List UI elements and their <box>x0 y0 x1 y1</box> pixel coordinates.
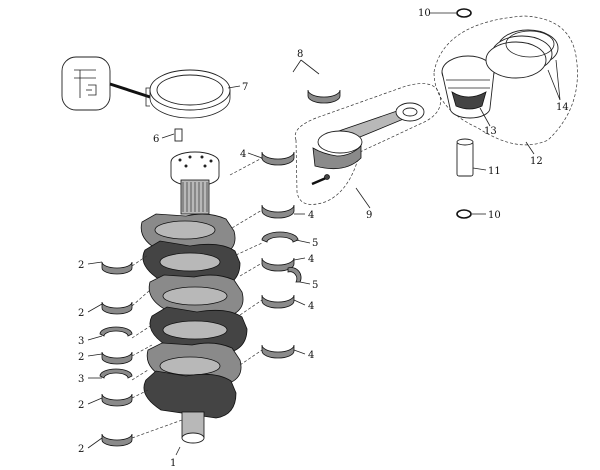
piston-icon <box>433 8 578 219</box>
thrust-washer <box>261 231 302 283</box>
label-7: 7 <box>242 82 248 93</box>
crankshaft-icon <box>140 151 248 456</box>
bearing-shell-icon <box>261 151 295 359</box>
oil-seal <box>149 69 241 119</box>
seal-lip-detail-icon <box>61 56 151 111</box>
label-11: 11 <box>488 166 501 177</box>
label-10a: 10 <box>418 8 431 19</box>
label-4e: 4 <box>308 350 314 361</box>
connecting-rod-icon <box>294 83 441 205</box>
label-5a: 5 <box>312 238 318 249</box>
label-2e: 2 <box>78 444 84 455</box>
label-2b: 2 <box>78 308 84 319</box>
label-4c: 4 <box>308 254 314 265</box>
dowel-pin <box>161 128 183 142</box>
label-8: 8 <box>297 49 303 60</box>
leader-lines <box>87 12 561 449</box>
label-12: 12 <box>530 156 543 167</box>
label-2d: 2 <box>78 400 84 411</box>
callout-labels: 1 2 2 2 2 2 3 3 4 4 4 4 4 5 5 6 7 8 9 10… <box>78 8 569 469</box>
label-3a: 3 <box>78 336 84 347</box>
label-4a: 4 <box>240 149 246 160</box>
label-1: 1 <box>170 458 176 469</box>
assembly-lines <box>131 157 263 439</box>
label-6: 6 <box>153 134 159 145</box>
label-14: 14 <box>556 102 569 113</box>
label-9: 9 <box>366 210 372 221</box>
label-2a: 2 <box>78 260 84 271</box>
label-13: 13 <box>484 126 497 137</box>
lower-bearing-shells <box>99 261 133 447</box>
label-10b: 10 <box>488 210 501 221</box>
label-4d: 4 <box>308 301 314 312</box>
label-5b: 5 <box>312 280 318 291</box>
label-3b: 3 <box>78 374 84 385</box>
label-4b: 4 <box>308 210 314 221</box>
label-2c: 2 <box>78 352 84 363</box>
